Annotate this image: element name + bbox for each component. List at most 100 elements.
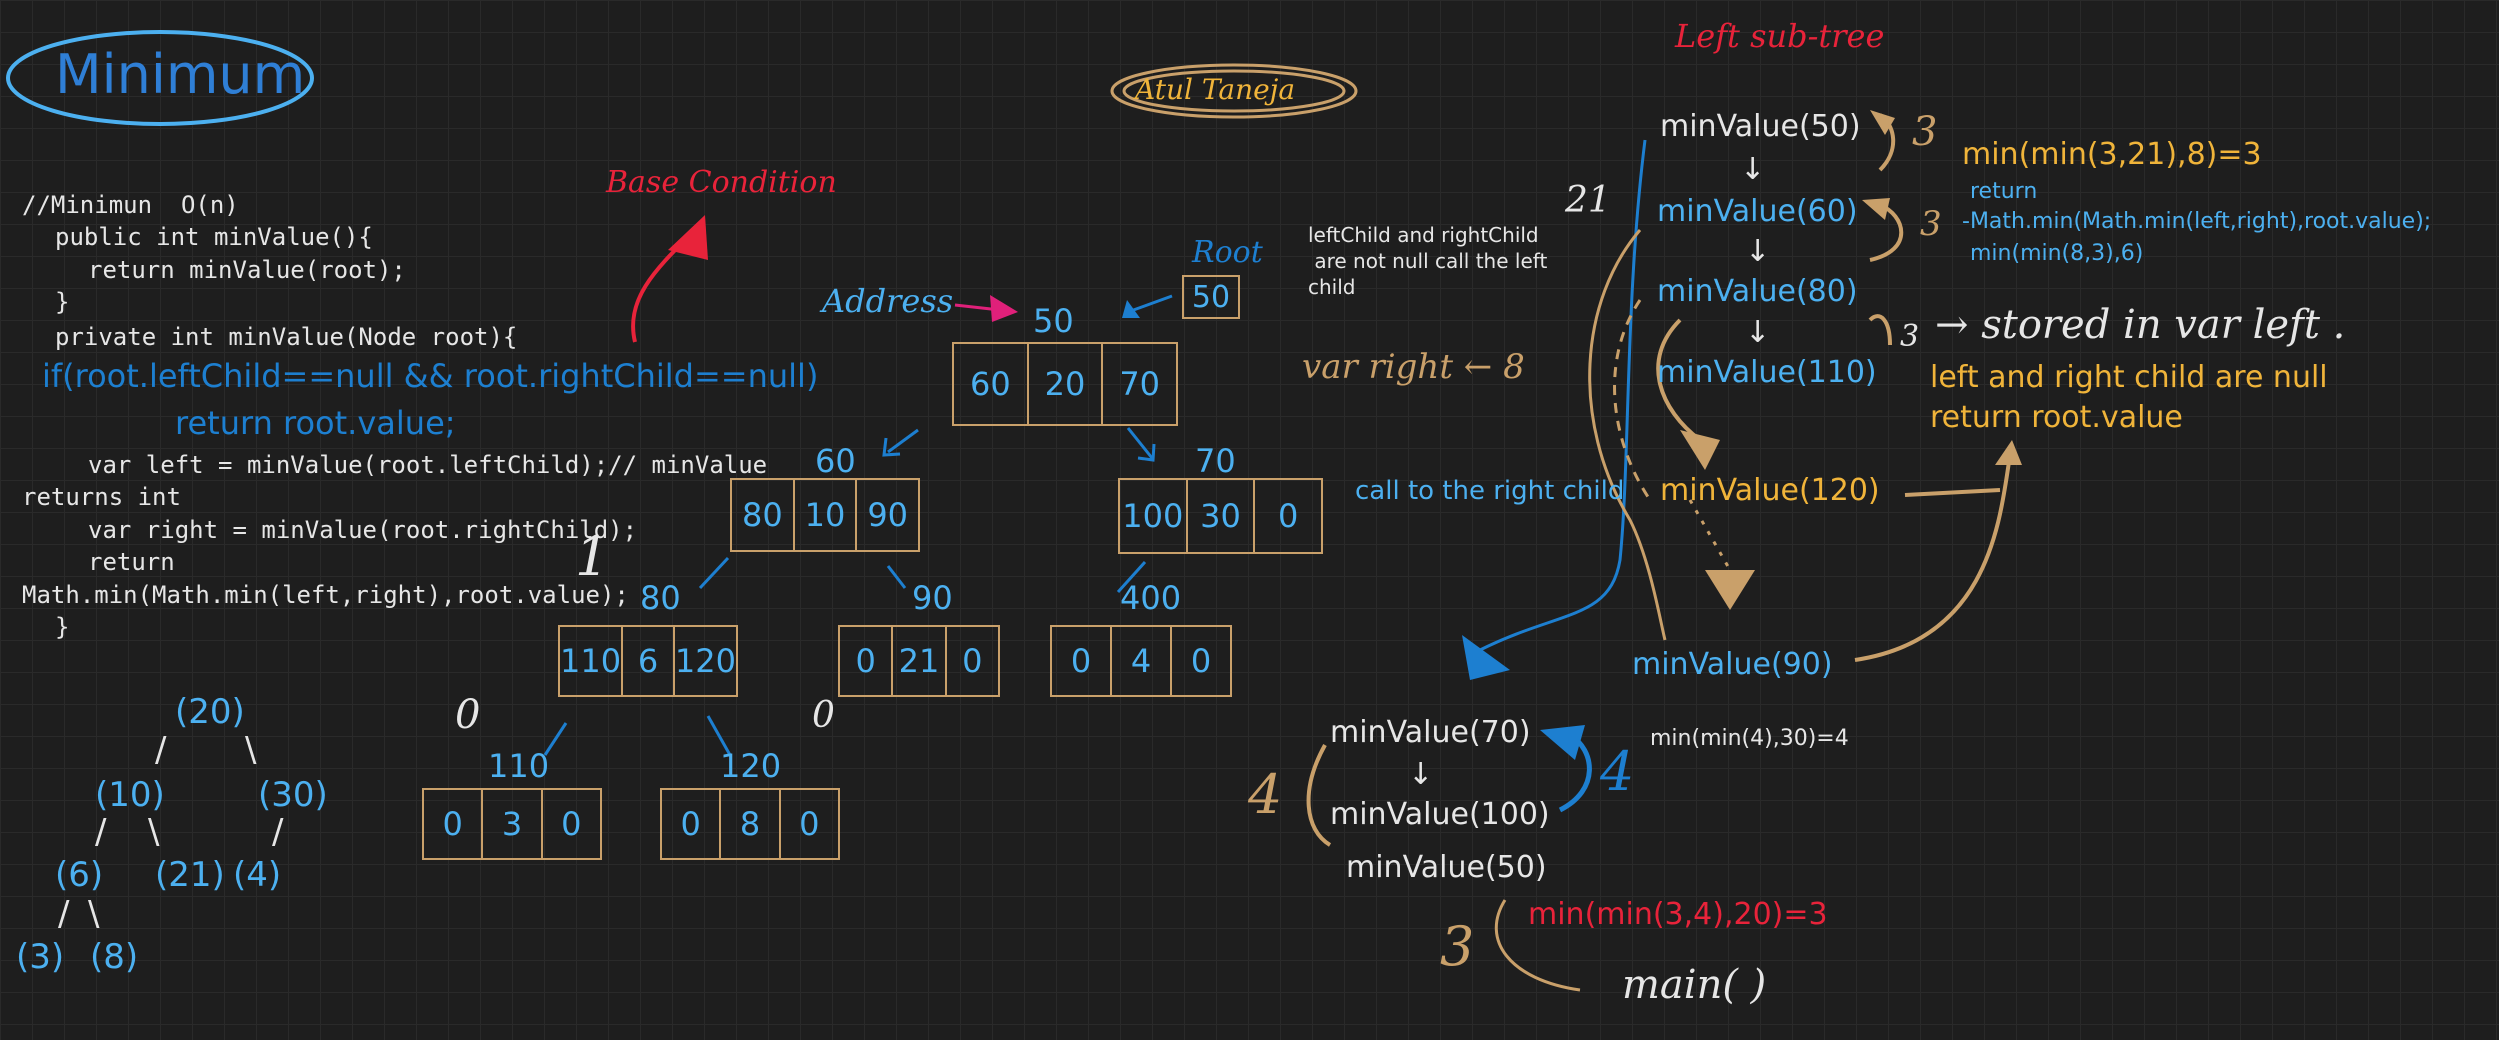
arrow-80-110 [543, 722, 568, 756]
return-90-curve [1854, 454, 2012, 662]
stack-recursion-line [1479, 139, 1647, 652]
root-pointer-box: 50 [1182, 275, 1240, 319]
node-cell-value: 10 [792, 480, 856, 550]
count-4: 4 [1248, 763, 1283, 826]
node-cell-value: 21 [891, 627, 944, 695]
small-tree-node-6: (6) [55, 855, 104, 895]
stack-arrow: ↓ [1408, 757, 1434, 792]
branch-80-120-head [1680, 430, 1720, 470]
return-curve-80 [1868, 314, 1892, 346]
small-tree-edge: / [272, 812, 284, 852]
branch-dotted-90 [1688, 499, 1732, 571]
node-address-label: 400 [1120, 579, 1182, 617]
stored-in-var-left: → stored in var left . [1935, 302, 2346, 348]
node-box: 80 10 90 [730, 478, 921, 552]
count-3: 3 [1920, 204, 1942, 244]
stack-minvalue-80: minValue(80) [1657, 274, 1858, 309]
null-children-note: left and right child are null [1930, 360, 2328, 395]
stack-minvalue-110: minValue(110) [1657, 355, 1877, 390]
stack-minvalue-120: minValue(120) [1660, 473, 1880, 508]
branch-left-1 [1588, 229, 1667, 641]
mark-zero: 0 [812, 695, 835, 736]
arrow-70-100 [1116, 560, 1147, 594]
node-box: 100 30 0 [1118, 478, 1324, 554]
node-cell-right: 0 [778, 790, 840, 858]
code-line-12: Math.min(Math.min(left,right),root.value… [22, 581, 629, 609]
node-cell-left: 0 [422, 790, 481, 858]
return-curve-50-head [1870, 110, 1895, 135]
node-cell-right: 0 [1253, 480, 1324, 552]
node-cell-left: 0 [838, 627, 891, 695]
call-right-note: call to the right child [1355, 476, 1625, 506]
children-note: leftChild and rightChild are not null ca… [1308, 223, 1548, 299]
arrow-60-90 [886, 565, 907, 589]
author-outline-inner [1122, 69, 1346, 113]
curve-70-100 [1306, 744, 1332, 847]
count-3: 3 [1900, 319, 1920, 354]
node-cell-left: 60 [952, 344, 1027, 424]
arrow-50-70-head [1137, 443, 1156, 462]
code-line-3: return minValue(root); [88, 256, 406, 284]
arrow-80-120 [706, 715, 732, 756]
node-cell-right: 0 [944, 627, 1000, 695]
code-line-5: private int minValue(Node root){ [55, 323, 518, 351]
address-arrowhead [990, 295, 1018, 322]
code-line-6: if(root.leftChild==null && root.rightChi… [42, 357, 819, 395]
small-tree-node-4: (4) [233, 855, 282, 895]
node-address-label: 50 [1033, 302, 1074, 340]
node-cell-right: 0 [540, 790, 602, 858]
arrow-60-80 [698, 556, 730, 590]
curve-50-main [1494, 899, 1581, 992]
node-cell-right: 90 [855, 480, 921, 550]
node-cell-value: 6 [621, 627, 673, 695]
node-box: 0 4 0 [1050, 625, 1232, 697]
return-curve-60-head [1862, 198, 1890, 220]
node-cell-value: 4 [1110, 627, 1170, 695]
node-box: 0 21 0 [838, 625, 1000, 697]
root-arrowhead [1122, 300, 1140, 318]
small-tree-edge: \ [88, 894, 100, 934]
page-title: Minimum [55, 43, 306, 106]
result-min-3-4-20: min(min(3,4),20)=3 [1528, 897, 1828, 932]
node-box: 0 3 0 [422, 788, 602, 860]
node-box: 60 20 70 [952, 342, 1179, 426]
node-address-label: 70 [1195, 442, 1236, 480]
node-address-label: 110 [488, 747, 550, 785]
small-tree-node-3: (3) [16, 937, 65, 977]
arrow-50-60 [887, 428, 919, 454]
small-tree-edge: \ [148, 812, 160, 852]
base-condition-arrowhead [668, 215, 708, 260]
mark-zero: 0 [455, 692, 481, 738]
author-outline [1110, 63, 1358, 119]
node-cell-right: 70 [1101, 344, 1179, 424]
node-box: 0 8 0 [660, 788, 840, 860]
address-label: Address [822, 282, 954, 320]
code-line-1: //Minimun O(n) [22, 191, 239, 219]
stack-minvalue-50: minValue(50) [1660, 109, 1861, 144]
stack-arrow: ↓ [1740, 152, 1766, 187]
stack-minvalue-90: minValue(90) [1632, 647, 1833, 682]
small-tree-node-30: (30) [258, 775, 328, 815]
root-arrow [1127, 294, 1173, 314]
node-cell-right: 0 [1170, 627, 1232, 695]
root-label: Root [1192, 235, 1263, 270]
return-curve-100-head [1540, 725, 1585, 760]
node-box: 110 6 120 [558, 625, 738, 697]
author-name: Atul Taneja [1135, 73, 1296, 106]
return-120-line [1904, 488, 2001, 497]
result-min-3: min(min(3,21),8)=3 [1962, 137, 2262, 172]
branch-80-120 [1656, 318, 1702, 442]
small-tree-node-10: (10) [95, 775, 165, 815]
small-tree-edge: / [58, 894, 70, 934]
result-return: return [1970, 179, 2038, 204]
small-tree-edge: / [155, 730, 167, 770]
code-line-7: return root.value; [175, 404, 456, 442]
node-cell-right: 120 [672, 627, 738, 695]
stack-minvalue-70: minValue(70) [1330, 715, 1531, 750]
node-address-label: 80 [640, 579, 681, 617]
result-math-min: -Math.min(Math.min(left,right),root.valu… [1962, 209, 2432, 234]
branch-90-head [1705, 570, 1755, 610]
code-line-9: returns int [22, 483, 181, 511]
